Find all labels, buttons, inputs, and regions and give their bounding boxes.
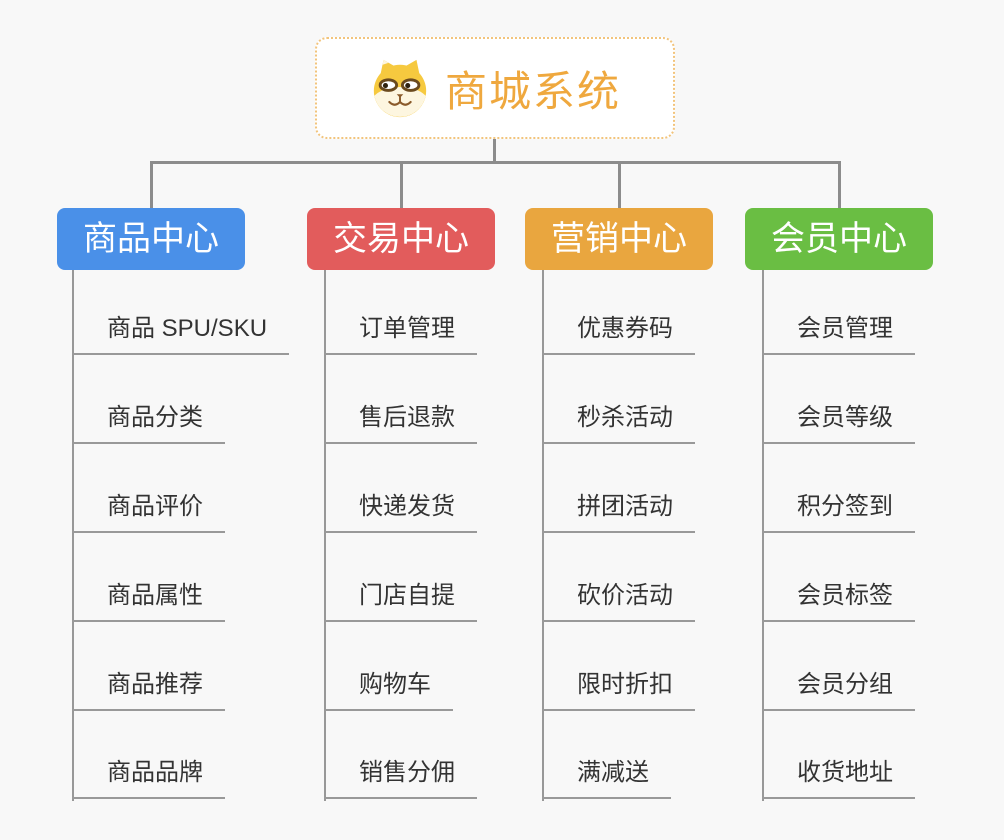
child-topic[interactable]: 秒杀活动 xyxy=(542,400,695,444)
child-trunk-line xyxy=(762,270,764,801)
child-topic[interactable]: 优惠券码 xyxy=(542,311,695,355)
child-topic[interactable]: 限时折扣 xyxy=(542,667,695,711)
branch-bus-line xyxy=(150,161,840,164)
child-topic[interactable]: 砍价活动 xyxy=(542,578,695,622)
child-topic[interactable]: 积分签到 xyxy=(762,489,915,533)
child-topic[interactable]: 会员管理 xyxy=(762,311,915,355)
branch-drop-line xyxy=(150,161,153,208)
child-topic[interactable]: 会员标签 xyxy=(762,578,915,622)
root-topic-title: 商城系统 xyxy=(444,67,621,115)
root-stem-line xyxy=(493,139,496,163)
child-topic[interactable]: 商品属性 xyxy=(72,578,225,622)
child-topic[interactable]: 商品推荐 xyxy=(72,667,225,711)
child-trunk-line xyxy=(72,270,74,801)
child-topic[interactable]: 商品评价 xyxy=(72,489,225,533)
child-trunk-line xyxy=(542,270,544,801)
branch-topic-trade-center[interactable]: 交易中心 xyxy=(307,208,495,270)
root-topic-mall-system[interactable]: 商城系统 xyxy=(315,37,675,139)
branch-drop-line xyxy=(838,161,841,208)
branch-drop-line xyxy=(400,161,403,208)
branch-topic-marketing-center[interactable]: 营销中心 xyxy=(525,208,713,270)
child-trunk-line xyxy=(324,270,326,801)
branch-topic-member-center[interactable]: 会员中心 xyxy=(745,208,933,270)
child-topic[interactable]: 快递发货 xyxy=(324,489,477,533)
child-topic[interactable]: 会员等级 xyxy=(762,400,915,444)
branch-drop-line xyxy=(618,161,621,208)
child-topic[interactable]: 商品品牌 xyxy=(72,755,225,799)
branch-topic-product-center[interactable]: 商品中心 xyxy=(57,208,245,270)
child-topic[interactable]: 销售分佣 xyxy=(324,755,477,799)
child-topic[interactable]: 会员分组 xyxy=(762,667,915,711)
child-topic[interactable]: 收货地址 xyxy=(762,755,915,799)
child-topic[interactable]: 订单管理 xyxy=(324,311,477,355)
child-topic[interactable]: 拼团活动 xyxy=(542,489,695,533)
child-topic[interactable]: 门店自提 xyxy=(324,578,477,622)
child-topic[interactable]: 商品 SPU/SKU xyxy=(72,311,290,355)
child-topic[interactable]: 满减送 xyxy=(542,755,671,799)
child-topic[interactable]: 商品分类 xyxy=(72,400,225,444)
child-topic[interactable]: 购物车 xyxy=(324,667,453,711)
dog-face-icon xyxy=(373,59,427,118)
child-topic[interactable]: 售后退款 xyxy=(324,400,477,444)
